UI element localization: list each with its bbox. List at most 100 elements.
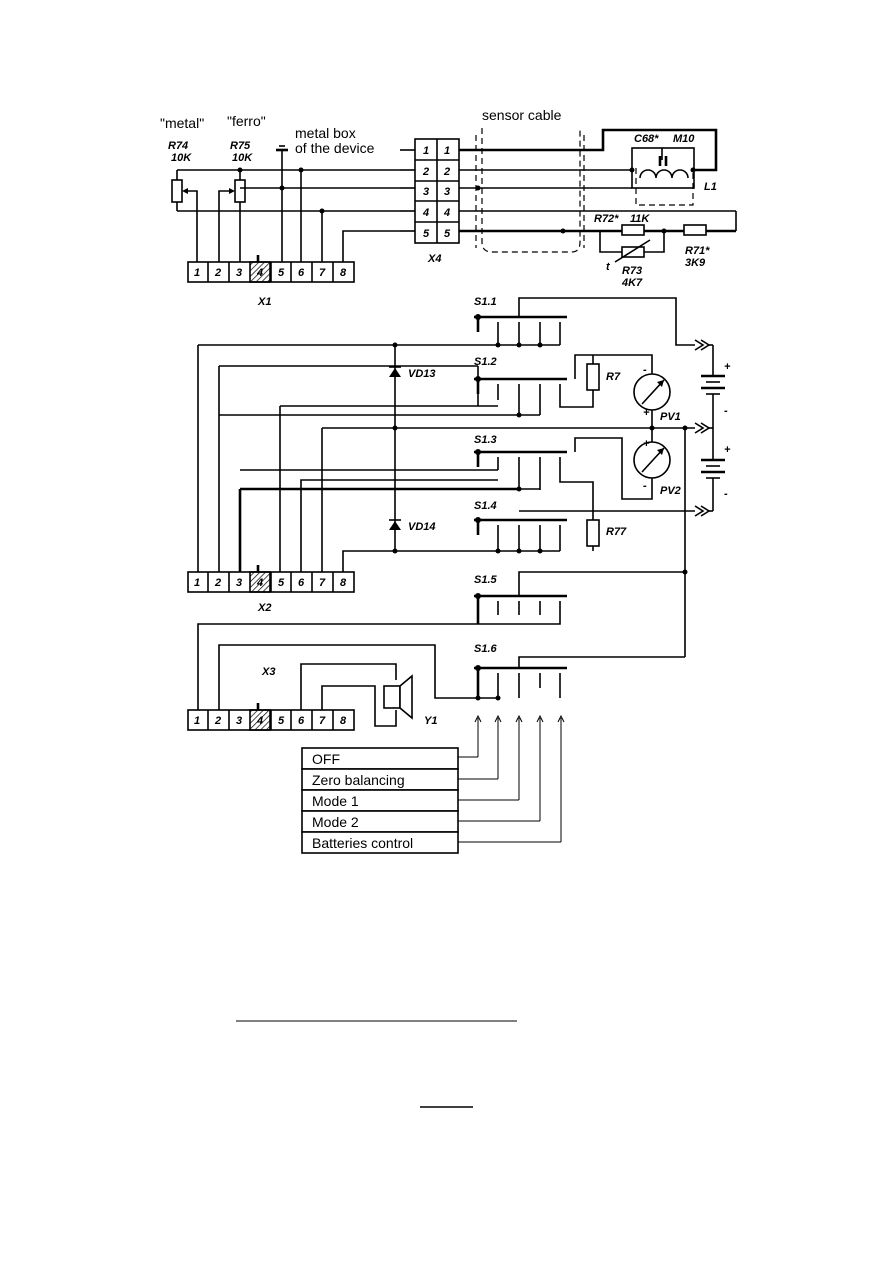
x2-pin: 3 — [236, 577, 242, 589]
s11-label: S1.1 — [474, 296, 497, 308]
s16-label: S1.6 — [474, 643, 498, 655]
meter-pv2-icon — [633, 441, 671, 479]
x1-pin: 1 — [194, 267, 200, 279]
s13-label: S1.3 — [474, 434, 497, 446]
x3-pin: 8 — [340, 715, 347, 727]
l1-label: L1 — [704, 181, 717, 193]
r71-label: R71* — [685, 245, 710, 257]
resistor-r77-icon — [586, 519, 600, 547]
pv2-minus: - — [643, 480, 647, 492]
mode-option-label: Batteries control — [312, 835, 413, 851]
c68-label: C68* — [634, 133, 659, 145]
mode-option-label: Mode 1 — [312, 793, 359, 809]
r72-label: R72* — [594, 213, 619, 225]
x4-pin-left: 4 — [422, 207, 429, 219]
x1-pin: 2 — [214, 267, 221, 279]
x3-pin: 4 — [256, 715, 263, 727]
switch-section: S1.1 S1.2 R7 — [187, 296, 731, 731]
mode-pointer-arrows — [458, 714, 565, 843]
mode-option-mode-1[interactable]: Mode 1 — [301, 789, 459, 812]
mode-selector: OFF Zero balancing Mode 1 Mode 2 Batteri… — [301, 714, 565, 854]
meter-pv1-icon — [633, 373, 671, 411]
top-section: "metal" "ferro" metal box of the device … — [160, 107, 737, 308]
r75-label: R75 — [230, 140, 251, 152]
x2-pin: 7 — [319, 577, 326, 589]
mode-option-label: Mode 2 — [312, 814, 359, 830]
pv1-label: PV1 — [660, 411, 681, 423]
battery-top-plus: + — [724, 361, 731, 373]
x3-pin: 2 — [214, 715, 221, 727]
r77-label: R77 — [606, 526, 627, 538]
sensor-cable-outline — [481, 128, 581, 253]
x1-label: X1 — [257, 296, 271, 308]
t-label: t — [606, 261, 611, 273]
x2-pin: 6 — [298, 577, 305, 589]
x3-pin: 3 — [236, 715, 242, 727]
s12-label: S1.2 — [474, 356, 497, 368]
x3-pin: 7 — [319, 715, 326, 727]
x4-pin-right: 5 — [444, 228, 451, 240]
label-sensor-cable: sensor cable — [482, 107, 562, 123]
r75-value: 10K — [232, 152, 253, 164]
x4-pin-left: 1 — [423, 145, 429, 157]
r72-value: 11K — [630, 213, 650, 225]
x3-pin: 1 — [194, 715, 200, 727]
speaker-y1-icon — [383, 674, 413, 720]
x3-label: X3 — [261, 666, 275, 678]
pv1-plus: + — [643, 407, 650, 419]
label-metal: "metal" — [160, 115, 204, 131]
x2-pin: 1 — [194, 577, 200, 589]
battery-bottom-plus: + — [724, 444, 731, 456]
r74-value: 10K — [171, 152, 192, 164]
pv2-plus: + — [643, 438, 650, 450]
mode-option-zero-balancing[interactable]: Zero balancing — [301, 768, 459, 791]
x1-pin: 8 — [340, 267, 347, 279]
label-ferro: "ferro" — [227, 113, 266, 129]
mode-option-label: OFF — [312, 751, 340, 767]
r73-label: R73 — [622, 265, 642, 277]
x4-pin-right: 4 — [443, 207, 450, 219]
x2-pin: 4 — [256, 577, 263, 589]
x2-pin: 2 — [214, 577, 221, 589]
x4-pin-right: 3 — [444, 186, 450, 198]
mode-option-batteries-control[interactable]: Batteries control — [301, 831, 459, 854]
diode-vd13-icon — [389, 366, 401, 377]
resistor-r7-icon — [586, 363, 600, 391]
r73-value: 4K7 — [621, 277, 643, 289]
battery-top-minus: - — [724, 405, 728, 417]
x1-pin: 3 — [236, 267, 242, 279]
ground-icon — [276, 145, 288, 262]
s15-label: S1.5 — [474, 574, 498, 586]
x4-pin-left: 2 — [422, 166, 429, 178]
x3-pin: 6 — [298, 715, 305, 727]
pv2-label: PV2 — [660, 485, 681, 497]
x1-pin: 4 — [256, 267, 263, 279]
label-metal-box: metal box — [295, 125, 356, 141]
x4-label: X4 — [427, 253, 441, 265]
x4-pin-left: 3 — [423, 186, 429, 198]
x2-pin: 8 — [340, 577, 347, 589]
connector-x1: 1 2 3 4 5 6 7 8 — [187, 261, 355, 283]
r74-label: R74 — [168, 140, 188, 152]
x1-pin: 7 — [319, 267, 326, 279]
x1-pin: 5 — [278, 267, 285, 279]
connector-x3: 1 2 3 4 5 6 7 8 — [187, 709, 355, 731]
x4-pin-right: 2 — [443, 166, 450, 178]
x1-pin: 6 — [298, 267, 305, 279]
vd14-label: VD14 — [408, 521, 436, 533]
connector-x2: 1 2 3 4 5 6 7 8 — [187, 571, 355, 593]
mode-option-off[interactable]: OFF — [301, 747, 459, 770]
connector-x4: 1 2 3 4 5 1 2 3 4 5 — [414, 138, 460, 244]
potentiometer-r75-icon — [218, 170, 246, 262]
pv1-minus: - — [643, 364, 647, 376]
mode-option-mode-2[interactable]: Mode 2 — [301, 810, 459, 833]
coil-l1-icon — [631, 147, 695, 206]
potentiometer-r74-icon — [171, 170, 198, 262]
battery-top-icon — [701, 345, 725, 428]
battery-bottom-minus: - — [724, 488, 728, 500]
vd13-label: VD13 — [408, 368, 436, 380]
r71-value: 3K9 — [685, 257, 706, 269]
label-of-the-device: of the device — [295, 140, 375, 156]
s14-label: S1.4 — [474, 500, 497, 512]
